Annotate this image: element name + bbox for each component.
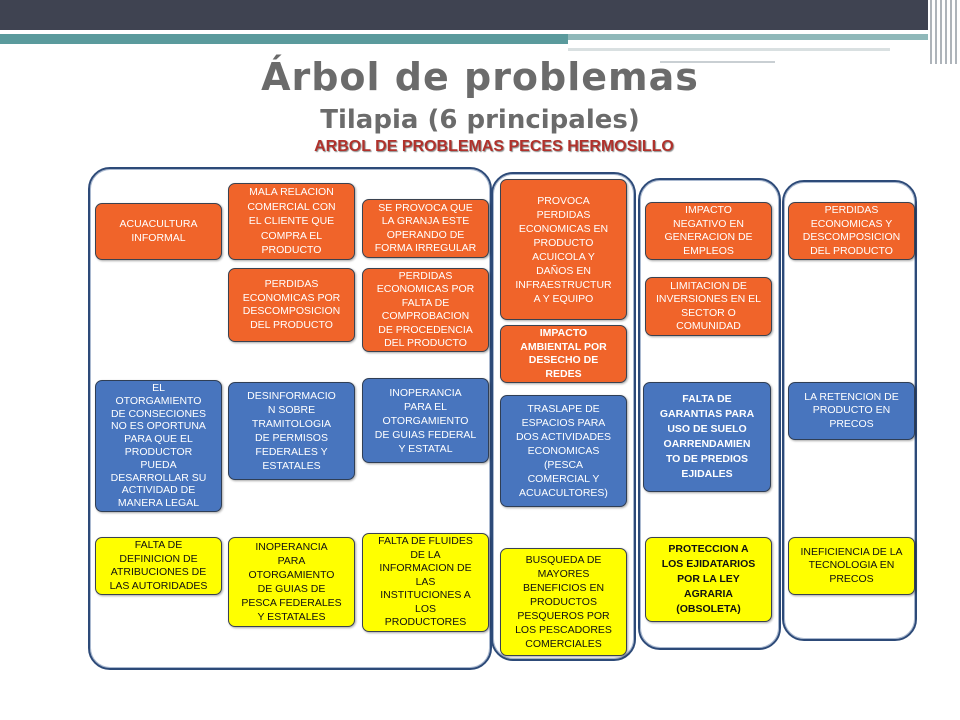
teal-accent-line xyxy=(0,34,568,44)
slide-title: Árbol de problemas xyxy=(261,55,699,99)
right-stripes-decoration xyxy=(930,0,960,64)
light-accent-line xyxy=(568,48,890,51)
box-desinformacion-tramitologia: DESINFORMACIO N SOBRE TRAMITOLOGIA DE PE… xyxy=(228,382,355,480)
box-mala-relacion-comercial: MALA RELACION COMERCIAL CON EL CLIENTE Q… xyxy=(228,183,355,260)
box-inoperancia-guias-pesca: INOPERANCIA PARA OTORGAMIENTO DE GUIAS D… xyxy=(228,537,355,627)
box-impacto-ambiental-redes: IMPACTO AMBIENTAL POR DESECHO DE REDES xyxy=(500,325,627,383)
box-falta-fluides-informacion: FALTA DE FLUIDES DE LA INFORMACION DE LA… xyxy=(362,533,489,632)
box-traslape-espacios: TRASLAPE DE ESPACIOS PARA DOS ACTIVIDADE… xyxy=(500,395,627,507)
box-acuacultura-informal: ACUACULTURA INFORMAL xyxy=(95,203,222,260)
box-otorgamiento-conseciones: EL OTORGAMIENTO DE CONSECIONES NO ES OPO… xyxy=(95,380,222,512)
box-perdidas-descomposicion: PERDIDAS ECONOMICAS POR DESCOMPOSICION D… xyxy=(228,268,355,342)
box-falta-definicion-atribuciones: FALTA DE DEFINICION DE ATRIBUCIONES DE L… xyxy=(95,537,222,595)
top-bar xyxy=(0,0,928,30)
box-ineficiencia-tecnologia: INEFICIENCIA DE LA TECNOLOGIA EN PRECOS xyxy=(788,537,915,595)
teal-accent-line-right xyxy=(568,34,928,40)
column-3 xyxy=(638,178,781,650)
box-perdidas-descomposicion-producto: PERDIDAS ECONOMICAS Y DESCOMPOSICION DEL… xyxy=(788,202,915,260)
box-inoperancia-guias-federal-estatal: INOPERANCIA PARA EL OTORGAMIENTO DE GUIA… xyxy=(362,378,489,463)
box-busqueda-beneficios: BUSQUEDA DE MAYORES BENEFICIOS EN PRODUC… xyxy=(500,548,627,656)
box-falta-garantias-suelo: FALTA DE GARANTIAS PARA USO DE SUELO OAR… xyxy=(643,382,771,492)
problem-tree-diagram: ARBOL DE PROBLEMAS PECES HERMOSILLO ACUA… xyxy=(80,134,930,680)
box-perdidas-falta-comprobacion: PERDIDAS ECONOMICAS POR FALTA DE COMPROB… xyxy=(362,268,489,352)
diagram-title: ARBOL DE PROBLEMAS PECES HERMOSILLO xyxy=(314,138,674,155)
box-perdidas-infraestructura: PROVOCA PERDIDAS ECONOMICAS EN PRODUCTO … xyxy=(500,179,627,320)
box-proteccion-ejidatarios: PROTECCION A LOS EJIDATARIOS POR LA LEY … xyxy=(645,537,772,622)
column-2 xyxy=(491,172,636,661)
box-limitacion-inversiones: LIMITACION DE INVERSIONES EN EL SECTOR O… xyxy=(645,277,772,336)
short-accent-line xyxy=(660,61,775,63)
box-retencion-producto: LA RETENCION DE PRODUCTO EN PRECOS xyxy=(788,382,915,440)
box-impacto-empleos: IMPACTO NEGATIVO EN GENERACION DE EMPLEO… xyxy=(645,202,772,260)
slide-subtitle: Tilapia (6 principales) xyxy=(320,105,640,135)
box-granja-operando-irregular: SE PROVOCA QUE LA GRANJA ESTE OPERANDO D… xyxy=(362,199,489,258)
column-4 xyxy=(782,180,917,641)
